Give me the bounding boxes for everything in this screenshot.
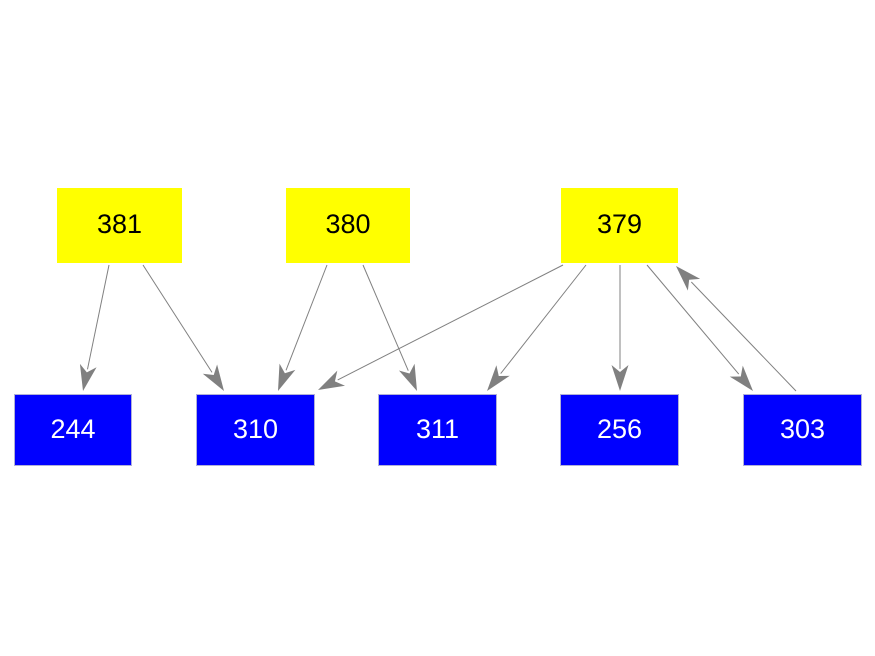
edge-line-380-to-310 — [285, 264, 328, 371]
graph-node-380[interactable]: 380 — [286, 188, 410, 263]
edge-line-379-to-310 — [337, 264, 564, 381]
edge-line-380-to-311 — [362, 264, 409, 371]
edge-arrowhead-381-to-244 — [79, 363, 97, 391]
node-label: 256 — [596, 413, 643, 444]
edge-arrowhead-380-to-310 — [278, 363, 296, 391]
edge-line-381-to-310 — [142, 264, 213, 373]
edge-arrowhead-379-to-310 — [318, 370, 346, 390]
edge-line-303-to-379 — [690, 281, 797, 392]
graph-node-311[interactable]: 311 — [378, 394, 497, 466]
node-label: 381 — [96, 209, 143, 239]
graph-node-310[interactable]: 310 — [196, 394, 315, 466]
edge-line-379-to-303 — [646, 264, 740, 375]
edge-line-381-to-244 — [86, 264, 110, 370]
edge-arrowhead-379-to-311 — [487, 365, 510, 391]
edge-line-379-to-311 — [500, 264, 587, 374]
graph-node-379[interactable]: 379 — [561, 188, 678, 263]
node-label: 311 — [415, 413, 460, 444]
node-label: 310 — [232, 413, 279, 444]
node-label: 303 — [779, 413, 826, 444]
edge-arrowhead-303-to-379 — [676, 266, 701, 291]
graph-node-303[interactable]: 303 — [743, 394, 862, 466]
graph-node-256[interactable]: 256 — [560, 394, 679, 466]
edge-arrowhead-381-to-310 — [202, 364, 224, 391]
edge-arrowhead-379-to-303 — [729, 365, 753, 391]
node-label: 379 — [596, 209, 643, 239]
edge-arrowhead-380-to-311 — [398, 363, 417, 391]
node-label: 380 — [325, 209, 371, 239]
node-label: 244 — [50, 413, 96, 444]
graph-node-244[interactable]: 244 — [14, 394, 132, 466]
graph-node-381[interactable]: 381 — [57, 188, 182, 263]
edge-arrowhead-379-to-256 — [611, 365, 629, 391]
